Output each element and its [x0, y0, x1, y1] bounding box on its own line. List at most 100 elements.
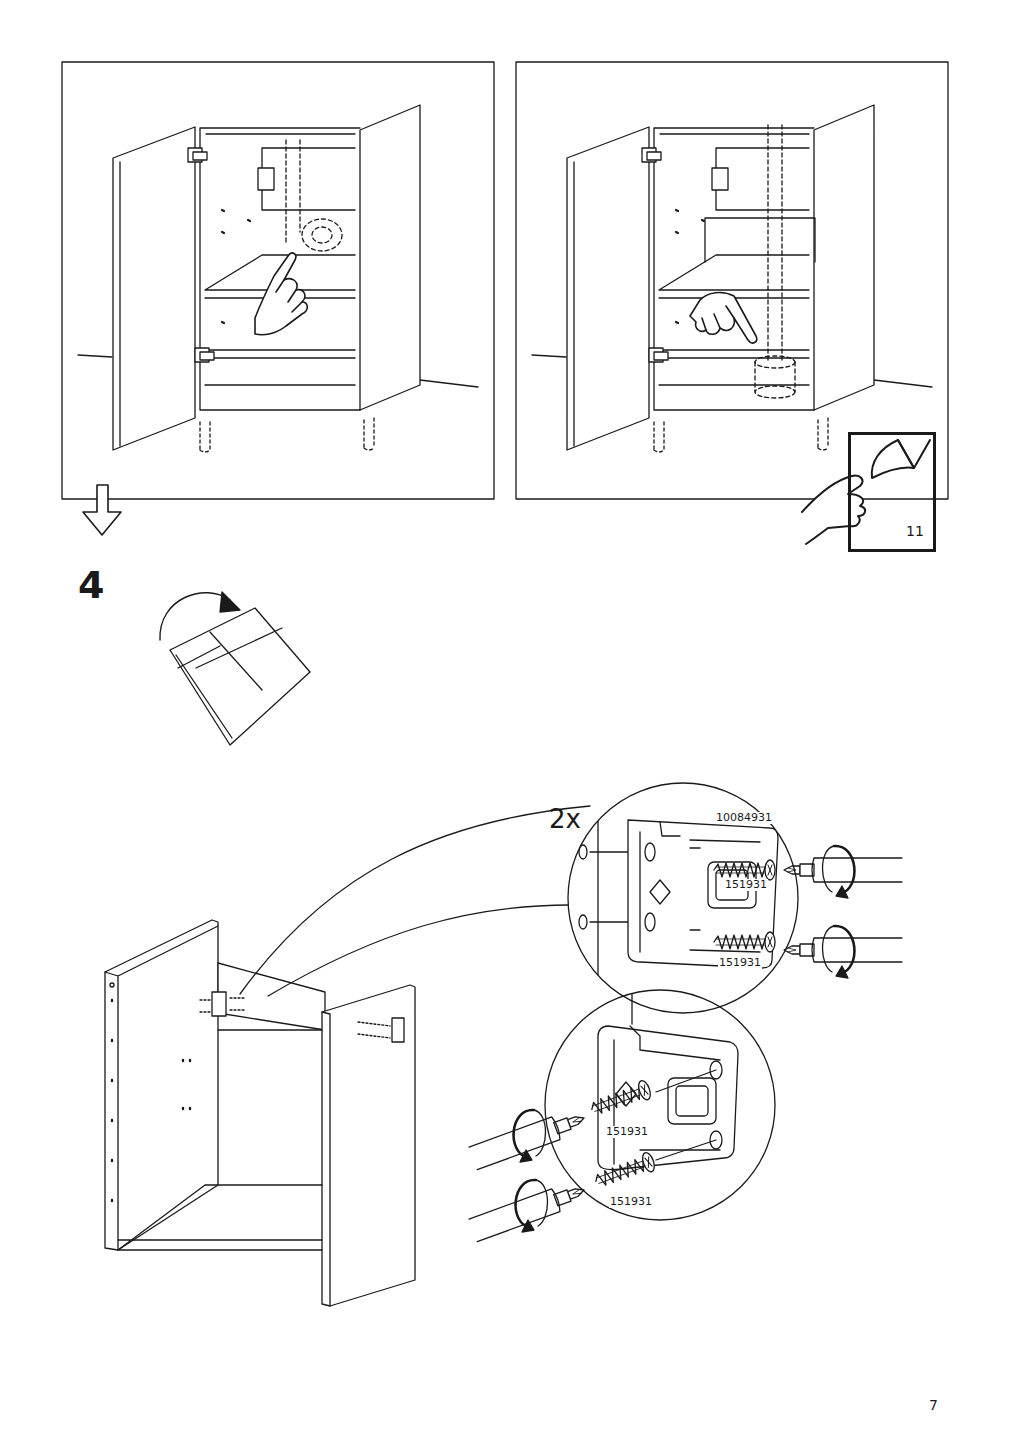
- line-art: [358, 1022, 390, 1038]
- line-art: [286, 140, 300, 245]
- line-art: [220, 592, 240, 612]
- step-number: 4: [78, 566, 104, 604]
- line-art: [645, 913, 655, 931]
- line-art: [514, 1110, 546, 1162]
- page-number: 7: [929, 1398, 938, 1412]
- page-turn-box: 11: [848, 432, 936, 552]
- pipe-hidden: [755, 125, 795, 398]
- line-art: [823, 926, 855, 978]
- line-art: [302, 219, 342, 251]
- page-reference: 11: [906, 524, 924, 539]
- line-art: [469, 1107, 588, 1170]
- line-art: [360, 105, 420, 410]
- part-number: 151931: [605, 1126, 649, 1138]
- line-art: [516, 1180, 548, 1232]
- line-art: [597, 780, 598, 1020]
- panel-frame: [62, 62, 494, 499]
- outline: [568, 783, 798, 1013]
- line-art: [640, 822, 680, 952]
- line-art: [872, 440, 914, 478]
- flip-icon: [160, 592, 310, 745]
- cabinet-drawing: [78, 105, 478, 452]
- line-art: [645, 843, 655, 861]
- line-art: [118, 1185, 322, 1250]
- line-art: [469, 1179, 588, 1242]
- detail-callout: 151931 151931: [545, 990, 775, 1220]
- line-art: [514, 1110, 546, 1162]
- line-art: [193, 152, 207, 160]
- bracket-detail: [568, 780, 798, 1020]
- part-number: 151931: [609, 1196, 653, 1208]
- part-number: 151931: [724, 879, 768, 891]
- outline: [545, 990, 775, 1220]
- hand-pointing: [255, 253, 307, 335]
- line-art: [545, 990, 775, 1220]
- line-art: [212, 992, 226, 1016]
- line-art: [532, 105, 932, 452]
- line-art: [105, 920, 218, 1250]
- down-arrow: [83, 485, 121, 535]
- screwdriver: [784, 846, 902, 978]
- bracket-detail: [545, 988, 775, 1220]
- hand-pointing: [690, 293, 757, 343]
- line-art: [784, 858, 902, 882]
- line-art: [579, 915, 587, 929]
- outline: [850, 434, 935, 551]
- line-art: [784, 938, 902, 962]
- line-art: [200, 128, 360, 410]
- line-art: [714, 860, 775, 880]
- line-art: [592, 1151, 656, 1191]
- line-art: [170, 608, 310, 745]
- line-art: [613, 1040, 614, 1164]
- line-art: [205, 350, 355, 385]
- line-art: [322, 985, 415, 1306]
- line-art: [110, 983, 114, 987]
- line-art: [113, 127, 195, 450]
- page-turn-icon: [802, 440, 930, 544]
- line-art: [258, 168, 274, 190]
- line-art: [160, 593, 230, 640]
- screwdriver: [469, 1107, 588, 1242]
- line-art: [516, 1180, 548, 1232]
- line-art: [176, 628, 282, 738]
- cabinet-frame: [105, 920, 415, 1306]
- line-art: [676, 1086, 708, 1116]
- line-art: [755, 356, 795, 368]
- line-art: [656, 1070, 716, 1160]
- part-number: 151931: [718, 957, 762, 969]
- line-art: [650, 880, 670, 904]
- quantity-label: 2x: [549, 805, 581, 834]
- shelf-insert: [705, 218, 815, 262]
- detail-callout: 2x10084931151931151931: [568, 783, 798, 1013]
- line-art: [200, 352, 214, 360]
- line-art: [898, 440, 930, 468]
- line-art: [200, 998, 244, 1012]
- line-art: [312, 227, 332, 243]
- line-art: [105, 926, 218, 1250]
- line-art: [588, 1079, 652, 1119]
- line-art: [276, 280, 302, 312]
- line-art: [469, 1107, 588, 1170]
- line-art: [690, 293, 757, 343]
- line-art: [262, 148, 355, 210]
- line-art: [588, 1079, 652, 1119]
- line-art: [469, 1179, 588, 1242]
- line-art: [628, 820, 778, 968]
- line-art: [768, 125, 782, 360]
- line-art: [112, 1000, 190, 1201]
- line-art: [568, 783, 798, 1013]
- part-number: 10084931: [715, 812, 773, 824]
- line-art: [755, 386, 795, 398]
- line-art: [218, 1029, 322, 1030]
- line-art: [823, 846, 855, 898]
- line-art: [200, 418, 374, 452]
- line-art: [392, 1018, 404, 1042]
- pipe-hidden: [286, 140, 342, 251]
- line-art: [714, 932, 775, 952]
- line-art: [705, 218, 815, 262]
- line-art: [222, 210, 250, 323]
- line-art: [592, 1151, 656, 1191]
- line-art: [802, 476, 865, 544]
- callout-leader: [240, 806, 590, 996]
